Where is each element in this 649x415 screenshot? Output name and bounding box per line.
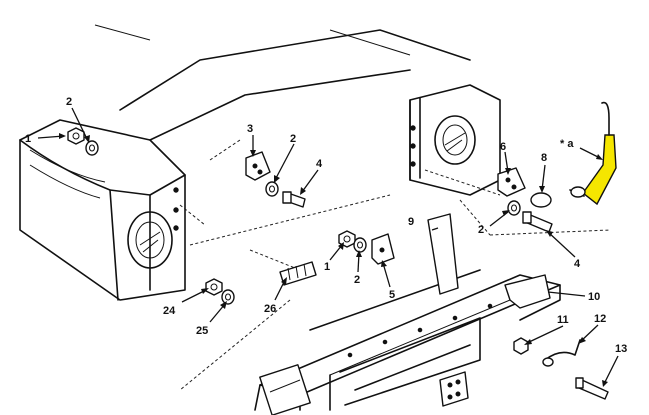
callout-2-top-left: 2 bbox=[66, 96, 72, 108]
dashed-guides bbox=[179, 139, 611, 391]
bar-part-9 bbox=[427, 213, 459, 295]
callout-a: * a bbox=[560, 138, 574, 150]
washer-2-center bbox=[353, 237, 367, 253]
callout-5: 5 bbox=[389, 289, 395, 301]
link-part-8 bbox=[530, 192, 552, 208]
callout-6: 6 bbox=[500, 141, 506, 153]
cable-12 bbox=[542, 339, 581, 367]
callout-4-right: 4 bbox=[574, 258, 581, 270]
callout-25: 25 bbox=[196, 325, 208, 337]
callout-13: 13 bbox=[615, 343, 627, 355]
callout-2-mid: 2 bbox=[290, 133, 296, 145]
frame-rail bbox=[254, 269, 561, 415]
washer-25 bbox=[221, 289, 235, 305]
bolt-4-mid bbox=[282, 191, 306, 208]
callout-10: 10 bbox=[588, 291, 600, 303]
callout-11: 11 bbox=[557, 314, 569, 326]
callout-1-center: 1 bbox=[324, 261, 330, 273]
fasteners bbox=[67, 127, 609, 400]
highlighted-strap bbox=[569, 101, 617, 206]
left-housing bbox=[19, 119, 186, 301]
callout-2-center: 2 bbox=[354, 274, 360, 286]
callout-2-right: 2 bbox=[478, 224, 484, 236]
callout-26: 26 bbox=[264, 303, 276, 315]
nut-24 bbox=[205, 278, 223, 296]
bolt-4-right bbox=[522, 211, 553, 233]
bracket-part-3 bbox=[245, 151, 271, 181]
callout-9: 9 bbox=[408, 216, 414, 228]
bracket-part-6 bbox=[497, 167, 526, 197]
right-housing bbox=[409, 84, 501, 196]
callout-4-mid: 4 bbox=[316, 158, 323, 170]
nut-1-top-left bbox=[67, 127, 85, 145]
washer-2-right bbox=[507, 200, 521, 216]
screw-13 bbox=[575, 377, 609, 400]
callout-1-top-left: 1 bbox=[25, 133, 31, 145]
bracket-part-5 bbox=[371, 233, 395, 265]
washer-2-top-left bbox=[85, 140, 99, 156]
callout-12: 12 bbox=[594, 313, 606, 325]
top-cowl bbox=[94, 24, 471, 141]
washer-2-mid bbox=[265, 181, 279, 197]
leader-arrows bbox=[37, 107, 619, 387]
callout-labels: 1 2 3 2 4 6 8 * a 9 2 4 1 2 5 10 11 12 1… bbox=[25, 96, 627, 355]
callout-24: 24 bbox=[163, 305, 176, 317]
callout-3: 3 bbox=[247, 123, 253, 135]
nut-11 bbox=[513, 337, 529, 355]
callout-8: 8 bbox=[541, 152, 547, 164]
